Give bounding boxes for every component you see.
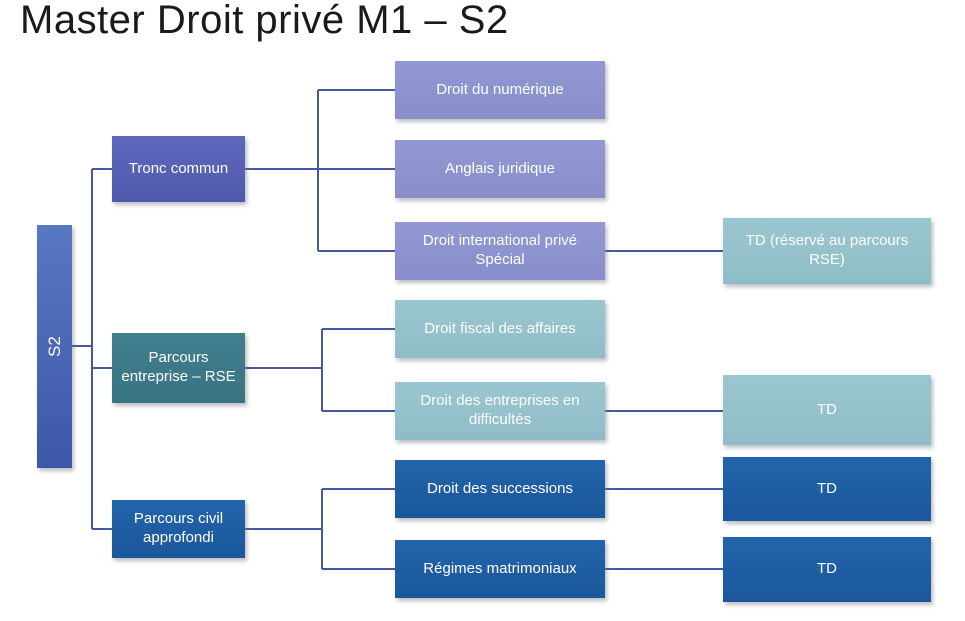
node-parcours-entreprise-rse: Parcours entreprise – RSE [112, 333, 245, 403]
node-s2-label: S2 [44, 336, 64, 357]
connector-line [317, 90, 319, 251]
connector-line [92, 168, 112, 170]
connector-line [605, 410, 723, 412]
connector-line [322, 410, 395, 412]
node-parcours-civil-approfondi: Parcours civil approfondi [112, 500, 245, 558]
connector-line [322, 568, 395, 570]
connector-line [91, 169, 93, 529]
connector-line [322, 488, 395, 490]
node-td-matrimoniaux: TD [723, 537, 931, 602]
node-td-successions: TD [723, 457, 931, 521]
connector-line [322, 328, 395, 330]
page-title: Master Droit privé M1 – S2 [20, 0, 509, 42]
node-td-entreprises-difficultes: TD [723, 375, 931, 445]
connector-line [92, 528, 112, 530]
node-regimes-matrimoniaux: Régimes matrimoniaux [395, 540, 605, 598]
connector-line [318, 250, 395, 252]
connector-line [72, 345, 92, 347]
node-anglais-juridique: Anglais juridique [395, 140, 605, 198]
node-s2-root: S2 [37, 225, 72, 468]
connector-line [245, 367, 322, 369]
node-droit-fiscal-des-affaires: Droit fiscal des affaires [395, 300, 605, 358]
connector-line [605, 488, 723, 490]
node-tronc-commun: Tronc commun [112, 136, 245, 202]
connector-line [318, 89, 395, 91]
connector-line [245, 528, 322, 530]
connector-line [321, 329, 323, 411]
node-droit-international-prive-special: Droit international privé Spécial [395, 222, 605, 280]
connector-line [318, 168, 395, 170]
connector-line [605, 250, 723, 252]
connector-line [245, 168, 318, 170]
connector-line [321, 489, 323, 569]
node-droit-des-entreprises-en-difficultes: Droit des entreprises en difficultés [395, 382, 605, 440]
node-td-reserve-parcours-rse: TD (réservé au parcours RSE) [723, 218, 931, 284]
connector-line [92, 367, 112, 369]
node-droit-du-numerique: Droit du numérique [395, 61, 605, 119]
node-droit-des-successions: Droit des successions [395, 460, 605, 518]
connector-line [605, 568, 723, 570]
